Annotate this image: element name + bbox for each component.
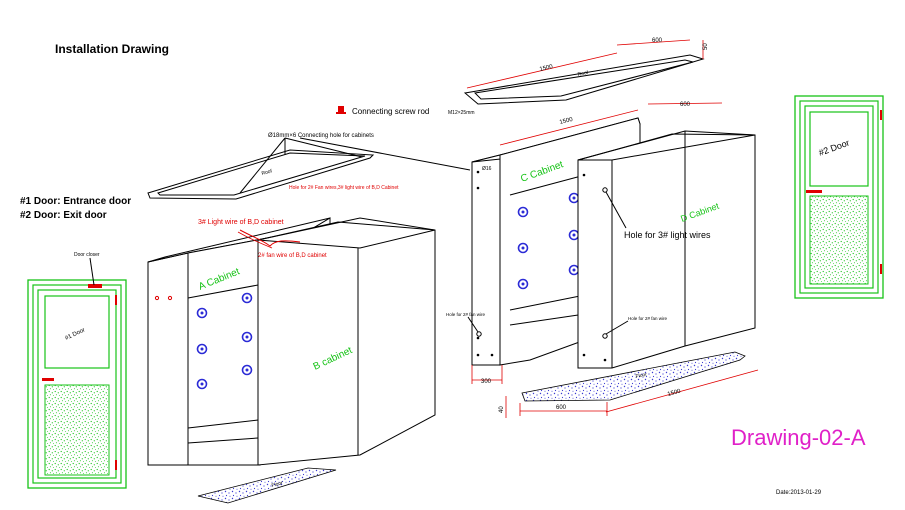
floor-panel-right: Floor — [521, 351, 746, 402]
screw-spec-label: M12×25mm — [448, 110, 475, 116]
door-note-2: #2 Door: Exit door — [20, 210, 107, 221]
screw-rod-label: Connecting screw rod — [352, 107, 429, 116]
roof-panel-right: Roof — [463, 54, 705, 105]
fan-wire-label: 2# fan wire of B,D cabinet — [258, 253, 327, 259]
cab-length-dim: 1500 — [559, 117, 574, 126]
floor-panel-left: Floor — [197, 467, 337, 504]
hole-light-label: Hole for 3# light wires — [624, 230, 711, 240]
door-closer-label: Door closer — [74, 252, 100, 258]
hole-fan-label-left: Hole for 2# fan wire — [446, 312, 486, 317]
floor-label-right: Floor — [635, 372, 648, 380]
roof-panel-left: Roof — [147, 149, 375, 200]
roof-length-dim: 1500 — [539, 64, 554, 73]
floor-label-left: Floor — [271, 480, 284, 489]
roof-label-right: Roof — [577, 70, 589, 78]
roof-label-left: Roof — [261, 168, 273, 177]
d-cabinet: D Cabinet — [577, 130, 756, 369]
b-cabinet: B cabinet — [257, 217, 436, 466]
drawing-id: Drawing-02-A — [731, 425, 866, 450]
cab-depth-dim: 300 — [481, 379, 492, 385]
wire-annotations: 3# Light wire of B,D cabinet 2# fan wire… — [198, 219, 327, 259]
a-cabinet-nozzles — [196, 292, 253, 390]
c-cabinet-dimensions: 1500 600 300 — [471, 102, 723, 385]
roof-wires-label: Hole for 2# Fan wires,3# light wire of B… — [289, 185, 399, 191]
roof-height-dim: 50 — [703, 43, 709, 50]
screw-rod-legend: Connecting screw rod M12×25mm — [336, 106, 475, 116]
hole-fan-label-right: Hole for 2# fan wire — [628, 316, 668, 321]
page-title: Installation Drawing — [55, 42, 169, 56]
connecting-hole-label: Ø18mm×6 Connecting hole for cabinets — [268, 133, 374, 139]
cab-width-dim: 600 — [680, 102, 691, 108]
light-wire-label: 3# Light wire of B,D cabinet — [198, 219, 284, 226]
floor-width-dim: 600 — [556, 405, 567, 411]
c-hole-size: Ø16 — [482, 166, 492, 172]
floor-length-dim: 1500 — [667, 389, 682, 398]
floor-height-dim: 40 — [499, 406, 505, 413]
roof-width-dim: 600 — [652, 38, 663, 44]
roof-dimensions: 1500 600 50 — [466, 38, 709, 89]
door-note-1: #1 Door: Entrance door — [20, 196, 131, 207]
door-1: #1 Door — [27, 279, 127, 489]
door-2: #2 Door — [794, 95, 884, 299]
drawing-date: Date:2013-01-29 — [776, 490, 822, 496]
floor-dimensions: 1500 600 40 — [499, 369, 759, 418]
